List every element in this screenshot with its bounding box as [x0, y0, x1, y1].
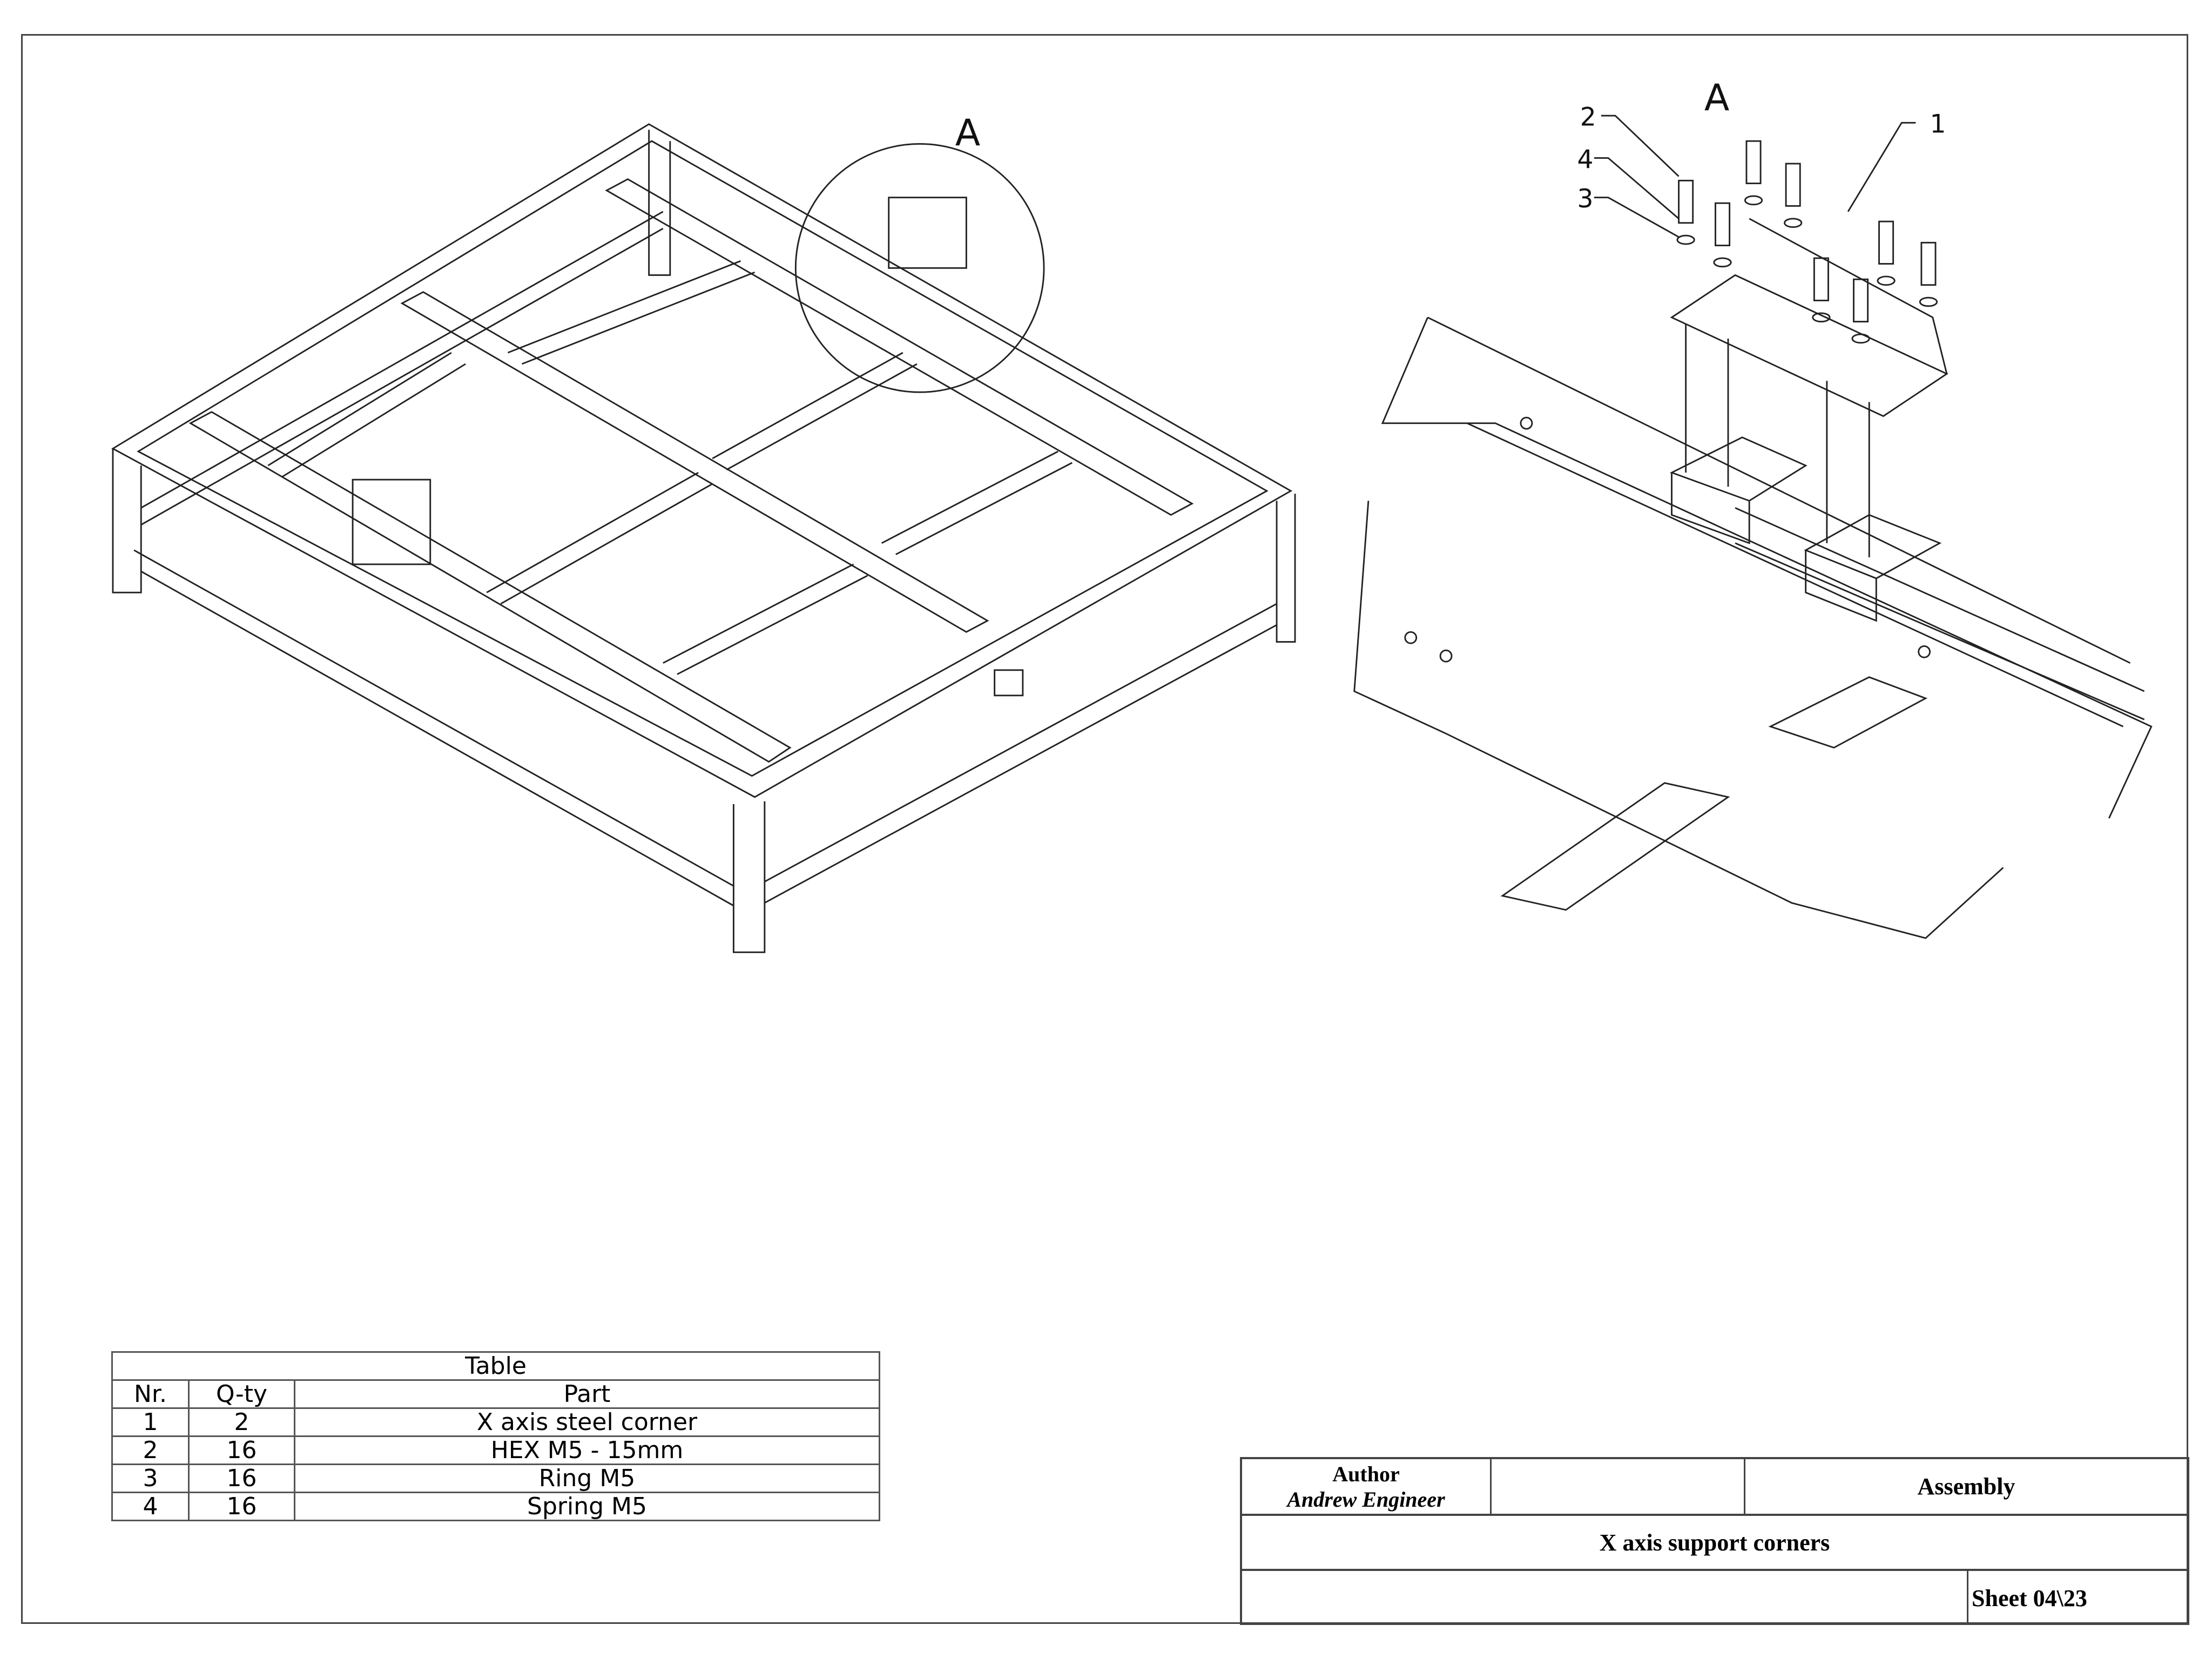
- author-name: Andrew Engineer: [1287, 1487, 1445, 1512]
- document-type: Assembly: [1917, 1473, 2015, 1500]
- empty-cell: [1242, 1571, 1968, 1625]
- author-cell: Author Andrew Engineer: [1242, 1459, 1492, 1514]
- title-block: Author Andrew Engineer Assembly X axis s…: [1240, 1457, 2189, 1625]
- cell-nr: 1: [111, 1407, 190, 1437]
- cell-part: HEX M5 - 15mm: [294, 1435, 880, 1465]
- frame-overview: [111, 123, 1296, 953]
- cell-part: Spring M5: [294, 1492, 880, 1521]
- balloon-4: 4: [1577, 145, 1593, 174]
- bolts: [1676, 140, 1938, 344]
- cell-qty: 16: [188, 1435, 295, 1465]
- detail-circle: [794, 143, 1045, 393]
- cell-qty: 2: [188, 1407, 295, 1437]
- sheet-number: Sheet 04\23: [1972, 1584, 2087, 1611]
- cell-part: Ring M5: [294, 1464, 880, 1493]
- empty-cell: [1492, 1459, 1745, 1514]
- header-part: Part: [294, 1379, 880, 1409]
- author-label: Author: [1332, 1461, 1400, 1486]
- balloon-1: 1: [1930, 110, 1946, 139]
- balloon-2: 2: [1580, 102, 1596, 132]
- table-header-row: Nr. Q-ty Part: [111, 1379, 880, 1409]
- cell-nr: 4: [111, 1492, 190, 1521]
- detail-label-overview: A: [955, 112, 980, 154]
- balloon-3: 3: [1577, 184, 1593, 214]
- cell-qty: 16: [188, 1464, 295, 1493]
- header-qty: Q-ty: [188, 1379, 295, 1409]
- cell-part: X axis steel corner: [294, 1407, 880, 1437]
- cell-qty: 16: [188, 1492, 295, 1521]
- header-nr: Nr.: [111, 1379, 190, 1409]
- detail-view-a: [1353, 114, 2153, 939]
- table-title: Table: [111, 1351, 880, 1381]
- cell-nr: 2: [111, 1435, 190, 1465]
- detail-label-view: A: [1704, 77, 1729, 119]
- cell-nr: 3: [111, 1464, 190, 1493]
- drawing-title: X axis support corners: [1599, 1529, 1830, 1556]
- sheet-border: [21, 34, 2188, 1624]
